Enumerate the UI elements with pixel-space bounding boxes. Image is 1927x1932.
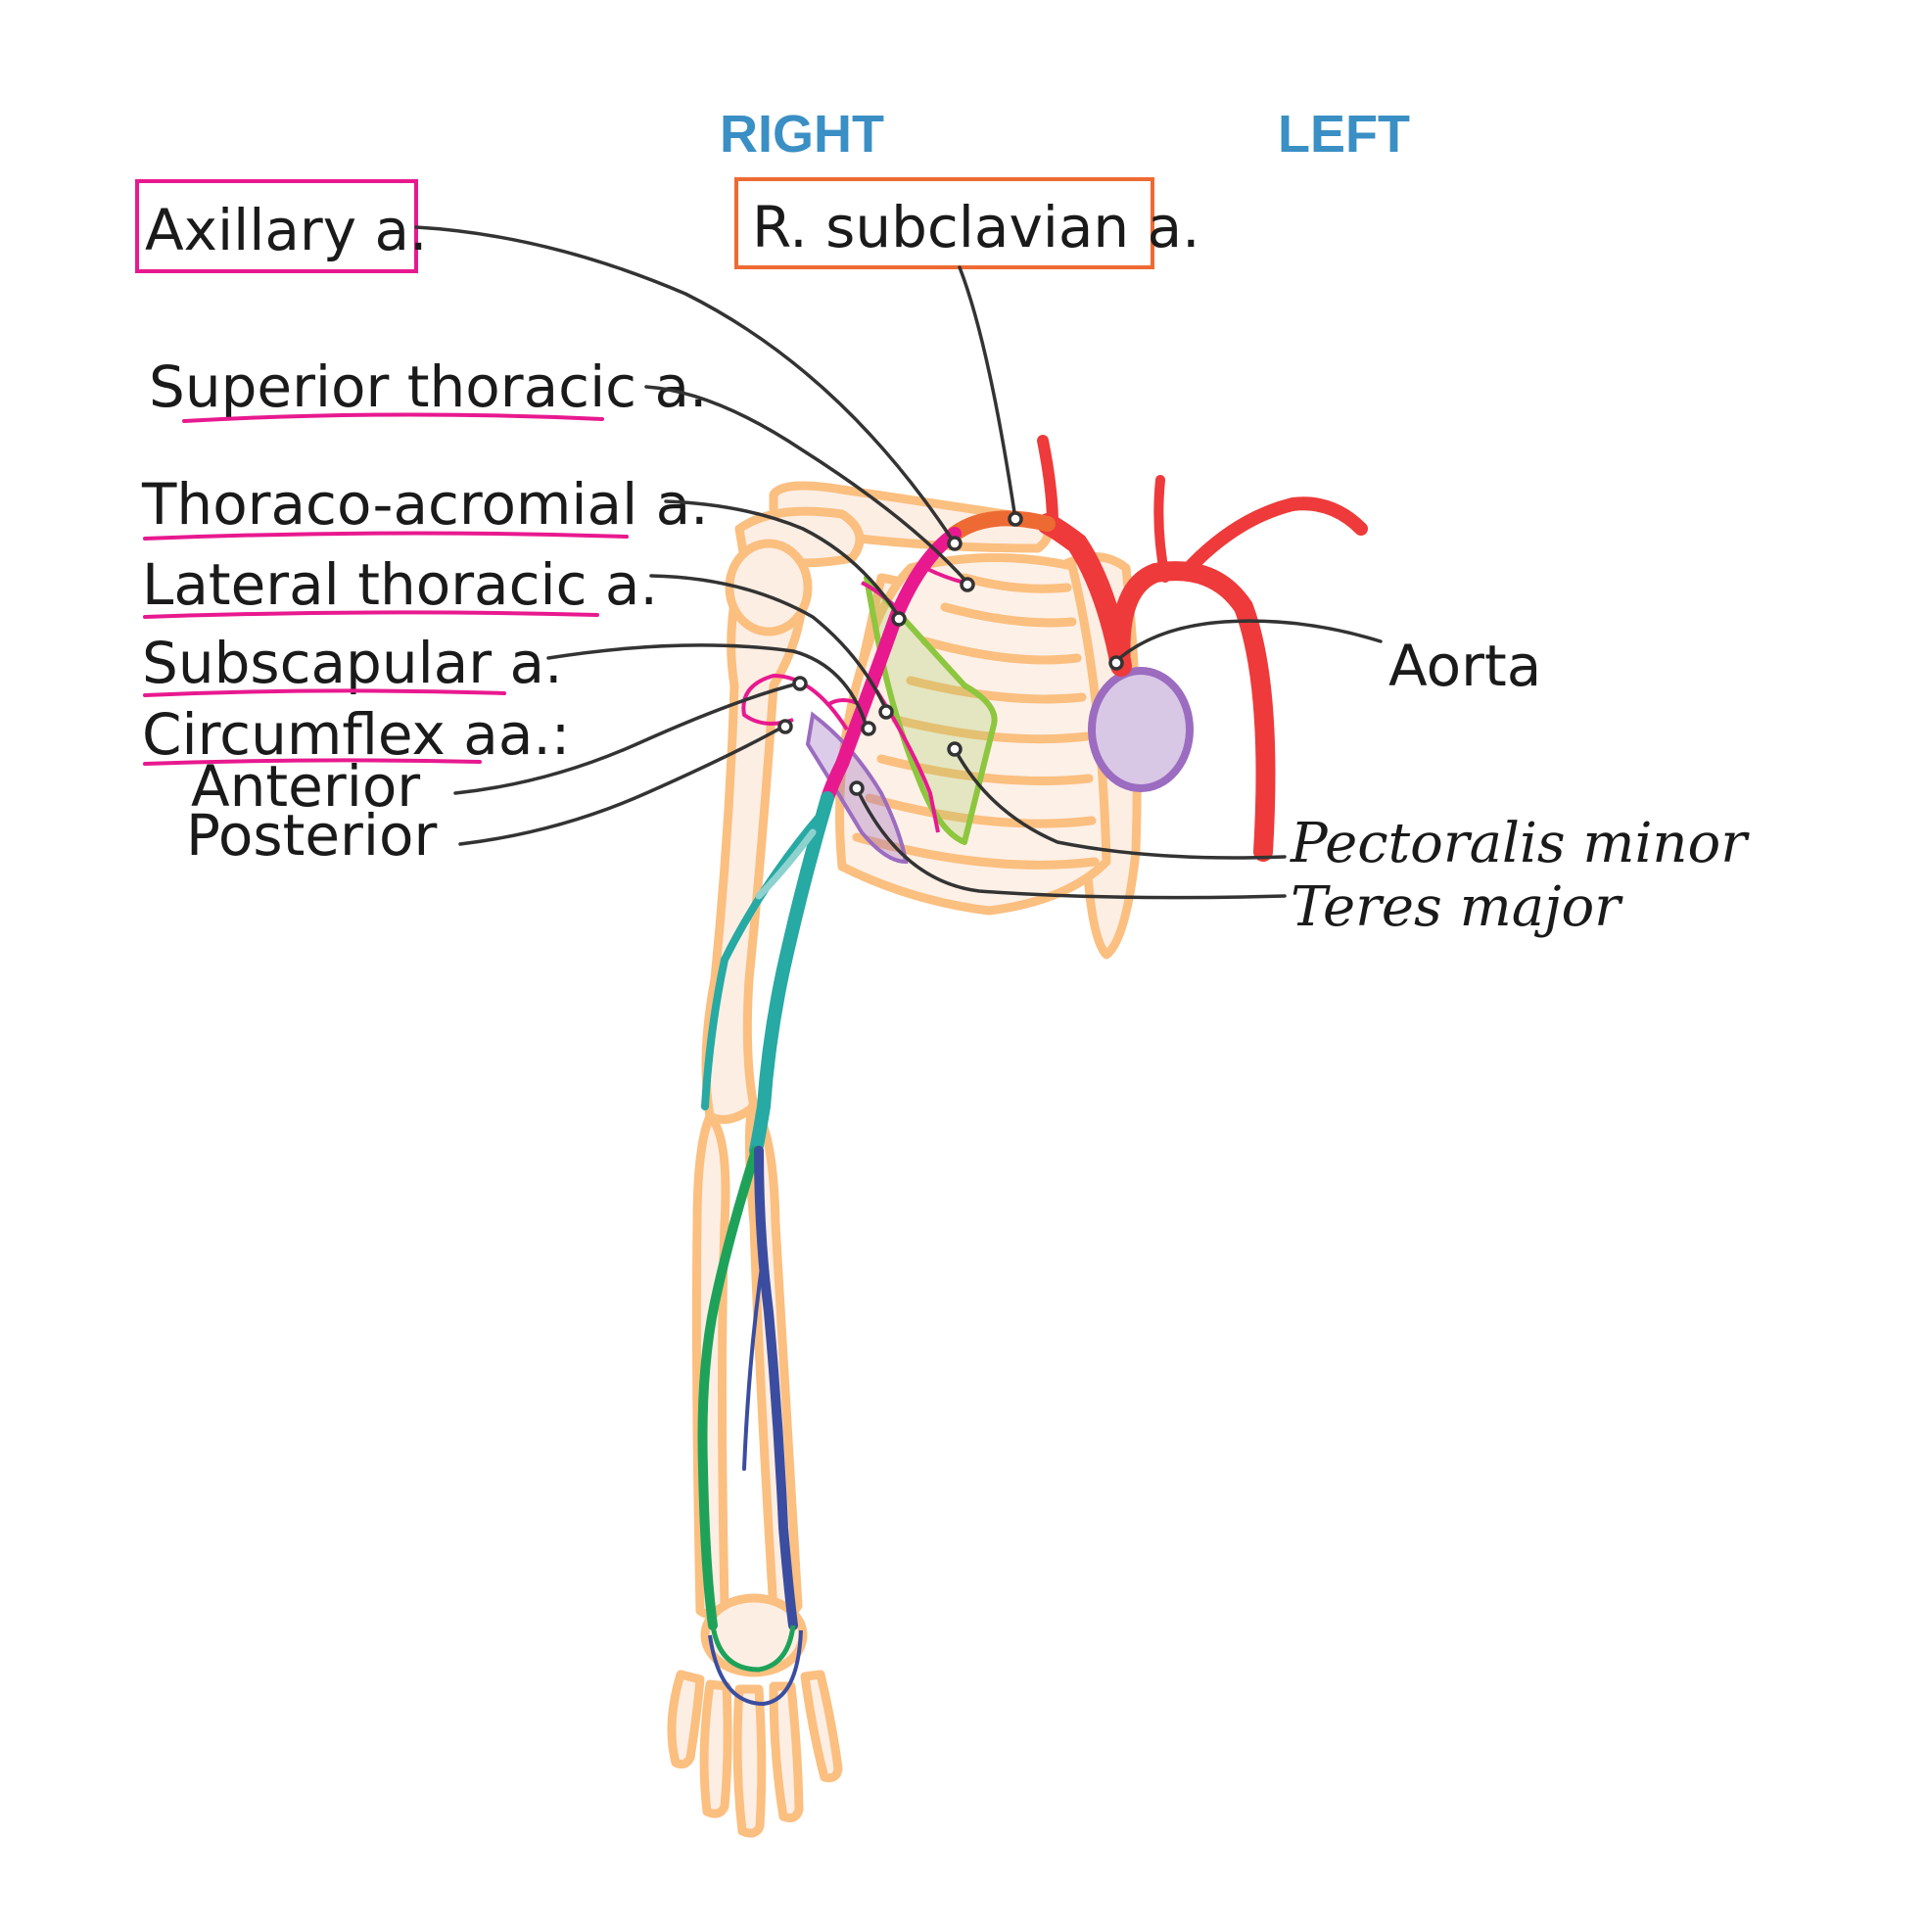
lateral-thoracic-underline <box>143 610 599 619</box>
profunda-brachii-artery <box>701 809 826 1110</box>
superficial-palmar-arch <box>710 1625 796 1673</box>
humeral-head <box>725 539 813 636</box>
ulnar-artery <box>754 1146 798 1630</box>
aorta-leader <box>1114 619 1383 663</box>
pointer-dots <box>777 511 1124 796</box>
subscapular-label: Subscapular a. <box>142 630 563 696</box>
circumflex-underline <box>143 758 482 766</box>
lateral-thoracic-label: Lateral thoracic a. <box>142 551 658 618</box>
anterior-label: Anterior <box>191 753 420 820</box>
rib <box>852 832 1100 870</box>
right-common-carotid <box>1037 435 1058 530</box>
finger-2 <box>699 1679 732 1818</box>
rib <box>920 636 1082 665</box>
finger-5 <box>800 1670 843 1783</box>
axillary-label: Axillary a. <box>145 197 427 263</box>
teres-major-label: Teres major <box>1291 875 1623 939</box>
subclavian-label-box <box>734 177 1154 269</box>
aortic-arch <box>1110 561 1276 862</box>
brachiocephalic-trunk <box>1037 513 1132 677</box>
rib <box>906 676 1087 704</box>
subclavian-dot <box>1008 511 1023 527</box>
deep-palmar-arch <box>708 1629 803 1707</box>
rib <box>960 573 1072 593</box>
collateral-branch <box>755 828 817 900</box>
subscapular-dot <box>861 721 876 736</box>
ulnar-branch <box>742 1251 766 1471</box>
subclavian-label: R. subclavian a. <box>752 194 1200 260</box>
right-side-heading: RIGHT <box>720 105 884 164</box>
pectoralis-minor-leader <box>953 747 1287 860</box>
radial-artery <box>697 1146 761 1630</box>
left-common-carotid <box>1153 475 1170 583</box>
lateral-thoracic-dot <box>878 704 894 720</box>
rib <box>865 793 1097 828</box>
anterior-leader <box>453 682 800 795</box>
pectoralis-minor-dot <box>947 741 963 757</box>
finger-1 <box>667 1670 705 1769</box>
heart <box>1088 667 1194 792</box>
teres-major-dot <box>849 780 865 796</box>
axillary-leader <box>414 225 957 545</box>
axillary-dot <box>947 536 963 551</box>
circumflex-branches <box>741 673 849 731</box>
superior-thoracic-label: Superior thoracic a. <box>149 353 707 420</box>
carpal-bones <box>700 1593 808 1677</box>
circumflex-label: Circumflex aa.: <box>142 701 570 768</box>
superior-thoracic-leader <box>644 385 969 585</box>
rib <box>940 602 1077 628</box>
thoraco-acromial-dot <box>891 611 907 627</box>
anterior-circumflex-dot <box>792 676 808 691</box>
finger-4 <box>769 1681 804 1822</box>
aorta-dot <box>1108 655 1124 671</box>
left-subclavian <box>1178 496 1368 580</box>
rib <box>891 715 1092 744</box>
thoraco-acromial-leader <box>664 499 901 619</box>
thoraco-acromial-underline <box>143 531 629 541</box>
superior-thoracic-dot <box>960 577 975 592</box>
lateral-thoracic-branch <box>874 688 940 833</box>
teres-major-leader <box>855 786 1287 900</box>
posterior-circumflex-dot <box>777 719 793 734</box>
left-side-heading: LEFT <box>1278 105 1410 164</box>
rib <box>876 754 1094 785</box>
subclavian-leader <box>958 265 1017 521</box>
thoraco-acromial-label: Thoraco-acromial a. <box>141 471 709 538</box>
lateral-thoracic-leader <box>649 574 888 712</box>
posterior-label: Posterior <box>186 802 437 869</box>
aorta-label: Aorta <box>1388 633 1541 699</box>
leader-lines <box>414 225 1383 900</box>
posterior-leader <box>458 725 785 846</box>
humerus <box>701 551 808 1124</box>
superior-thoracic-underline <box>182 412 604 423</box>
right-subclavian-artery <box>947 510 1056 542</box>
finger-3 <box>732 1684 767 1838</box>
subscapular-leader <box>546 643 869 729</box>
pectoralis-minor-label: Pectoralis minor <box>1290 812 1750 875</box>
subscapular-underline <box>143 688 506 697</box>
brachial-artery <box>749 791 834 1157</box>
axillary-artery <box>821 527 962 805</box>
